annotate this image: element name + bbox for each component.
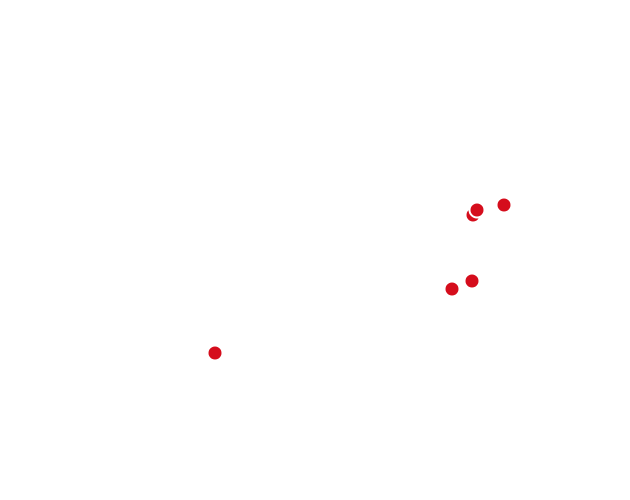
map-marker[interactable] [443, 280, 461, 298]
location-dot-icon [463, 272, 481, 290]
map-marker[interactable] [206, 344, 224, 362]
map-marker[interactable] [463, 272, 481, 290]
location-dot-icon [468, 201, 486, 219]
location-dot-icon [206, 344, 224, 362]
map-marker[interactable] [495, 196, 513, 214]
location-dot-icon [443, 280, 461, 298]
location-dot-icon [495, 196, 513, 214]
map-marker[interactable] [468, 201, 486, 219]
